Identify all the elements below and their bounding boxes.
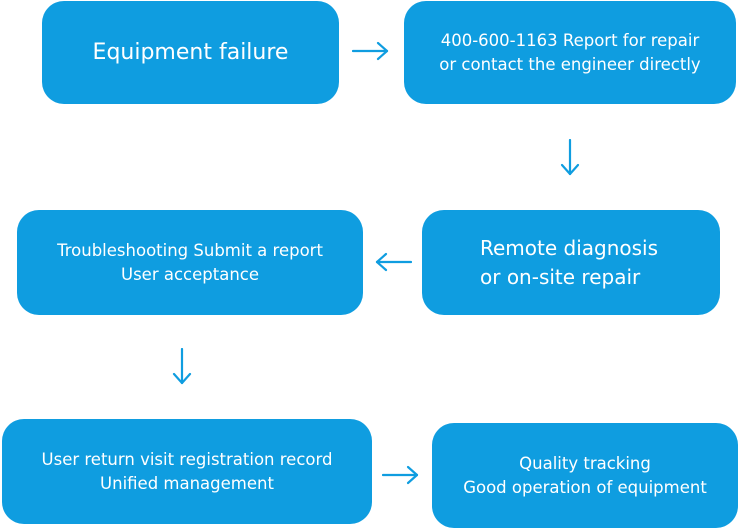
step-text: or contact the engineer directly	[439, 54, 701, 74]
arrow-down-icon	[559, 139, 581, 177]
step-text: 400-600-1163 Report for repair	[440, 30, 700, 50]
step-remote-diagnosis: Remote diagnosis or on-site repair	[422, 210, 720, 315]
step-quality-tracking: Quality tracking Good operation of equip…	[432, 423, 738, 528]
step-text: Remote diagnosis	[480, 235, 659, 260]
arrow-right-icon	[382, 464, 420, 486]
step-report-for-repair: 400-600-1163 Report for repair or contac…	[404, 1, 736, 104]
step-text: or on-site repair	[480, 264, 641, 289]
arrow-right-icon	[352, 40, 390, 62]
step-equipment-failure: Equipment failure	[42, 1, 339, 104]
step-text: Equipment failure	[92, 39, 289, 65]
arrow-left-icon	[374, 251, 412, 273]
step-text: Good operation of equipment	[463, 477, 707, 497]
arrow-down-icon	[171, 348, 193, 386]
step-text: Troubleshooting Submit a report	[57, 240, 323, 260]
step-text: Unified management	[100, 473, 274, 493]
step-return-visit: User return visit registration record Un…	[2, 419, 372, 524]
step-text: User acceptance	[121, 264, 259, 284]
step-text: Quality tracking	[519, 453, 651, 473]
step-troubleshooting: Troubleshooting Submit a report User acc…	[17, 210, 363, 315]
step-text: User return visit registration record	[41, 449, 333, 469]
